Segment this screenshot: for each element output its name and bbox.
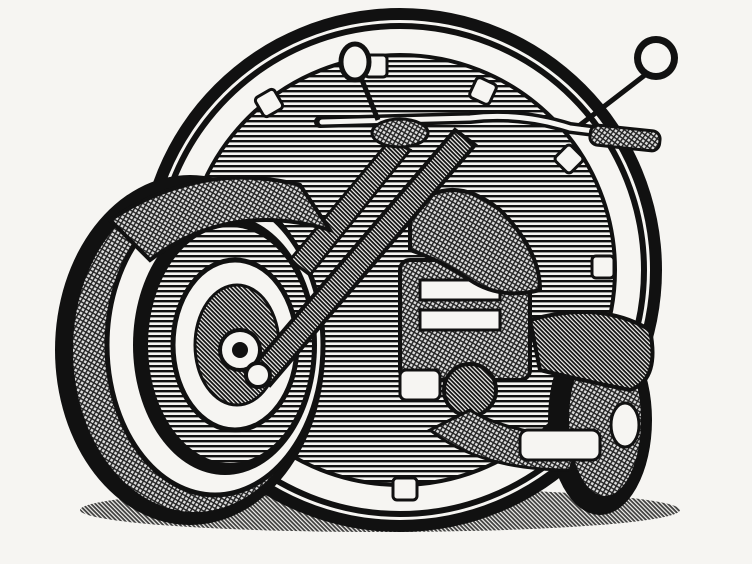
handlebar — [314, 110, 662, 153]
bolt — [553, 143, 585, 175]
right-mirror — [578, 36, 678, 127]
front-fork — [244, 127, 478, 389]
bolt — [253, 87, 285, 119]
bolt — [590, 254, 616, 280]
fuel-tank — [408, 188, 543, 296]
bolt — [468, 76, 498, 106]
seat — [527, 310, 655, 393]
left-mirror — [338, 41, 381, 121]
front-fender — [106, 175, 335, 263]
grip — [588, 123, 662, 153]
front-wheel — [55, 175, 326, 525]
bolt — [391, 476, 419, 502]
